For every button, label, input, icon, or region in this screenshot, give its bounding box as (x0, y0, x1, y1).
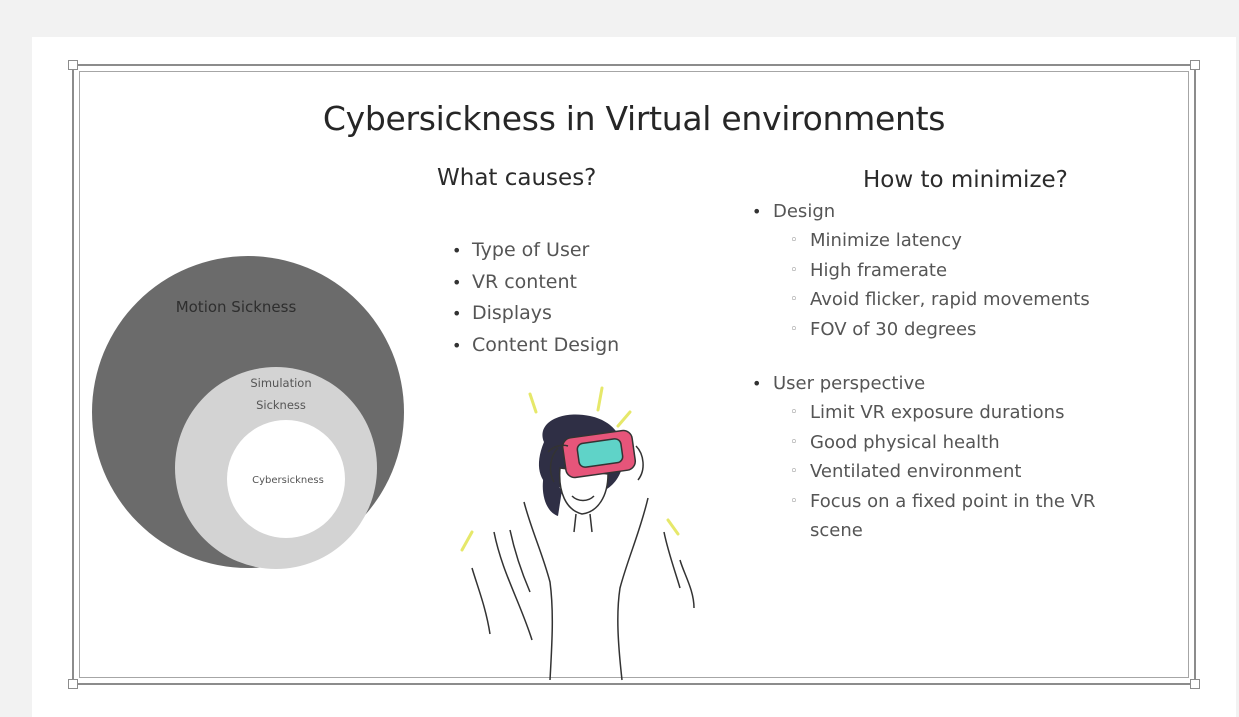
person-wearing-vr-headset-icon (460, 386, 695, 681)
slide-frame-inner (79, 71, 1189, 678)
list-item: Ventilated environment (790, 457, 1110, 487)
list-item: Minimize latency (790, 226, 1110, 256)
simulation-sickness-label-line1: Simulation (250, 376, 311, 390)
list-item: Limit VR exposure durations (790, 398, 1110, 428)
cause-item-label: Content Design (472, 333, 620, 356)
slide: Cybersickness in Virtual environments Mo… (32, 37, 1236, 717)
minimize-group-user-perspective: User perspective Limit VR exposure durat… (752, 369, 1110, 546)
slide-title: Cybersickness in Virtual environments (322, 99, 946, 138)
sub-item-label: Avoid flicker, rapid movements (810, 289, 1090, 310)
causes-heading: What causes? (437, 165, 597, 191)
cause-item-label: VR content (472, 270, 577, 293)
list-item: Content Design (452, 330, 619, 362)
cause-item-label: Type of User (472, 239, 590, 261)
minimize-list: Design Minimize latency High framerate A… (752, 197, 1110, 546)
minimize-group-design: Design Minimize latency High framerate A… (752, 197, 1110, 344)
frame-corner (68, 679, 78, 689)
sub-item-label: FOV of 30 degrees (810, 318, 977, 340)
list-item: Good physical health (790, 428, 1110, 458)
cause-item-label: Displays (472, 302, 552, 324)
frame-corner (1190, 60, 1200, 70)
frame-corner (68, 60, 78, 70)
frame-corner (1190, 679, 1200, 689)
sub-item-label: Limit VR exposure durations (810, 402, 1065, 423)
list-item: Avoid flicker, rapid movements (790, 285, 1110, 315)
causes-list: Type of User VR content Displays Content… (452, 235, 619, 361)
list-item: Type of User (452, 235, 619, 267)
minimize-heading: How to minimize? (863, 167, 1068, 193)
group-title: User perspective (752, 369, 1110, 398)
cybersickness-circle (227, 420, 345, 538)
sub-item-label: High framerate (810, 259, 948, 281)
motion-sickness-label: Motion Sickness (176, 298, 297, 316)
sub-list: Limit VR exposure durations Good physica… (790, 398, 1110, 546)
list-item: Focus on a fixed point in the VR scene (790, 487, 1110, 546)
sub-item-label: Ventilated environment (810, 461, 1022, 482)
list-item: VR content (452, 267, 619, 299)
simulation-sickness-label-line2: Sickness (256, 398, 306, 412)
sub-item-label: Good physical health (810, 431, 1000, 453)
list-item: FOV of 30 degrees (790, 315, 1110, 345)
list-item: Displays (452, 298, 619, 330)
slide-frame (68, 60, 1200, 689)
sub-item-label: Minimize latency (810, 230, 962, 251)
list-item: High framerate (790, 256, 1110, 286)
sickness-venn-diagram: Motion Sickness Simulation Sickness Cybe… (92, 256, 404, 569)
sub-item-label: Focus on a fixed point in the VR scene (810, 490, 1096, 542)
sub-list: Minimize latency High framerate Avoid fl… (790, 226, 1110, 344)
cybersickness-label: Cybersickness (252, 475, 324, 486)
group-title: Design (752, 197, 1110, 226)
